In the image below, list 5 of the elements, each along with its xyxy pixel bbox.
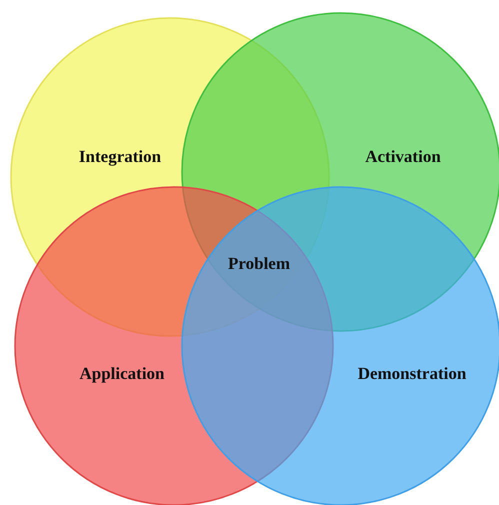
circle-label: Integration: [78, 147, 162, 167]
circle-label: Application: [79, 364, 165, 384]
overlap-label: Problem: [228, 254, 290, 274]
circle-label: Activation: [365, 147, 441, 167]
circle-label: Demonstration: [358, 364, 466, 384]
